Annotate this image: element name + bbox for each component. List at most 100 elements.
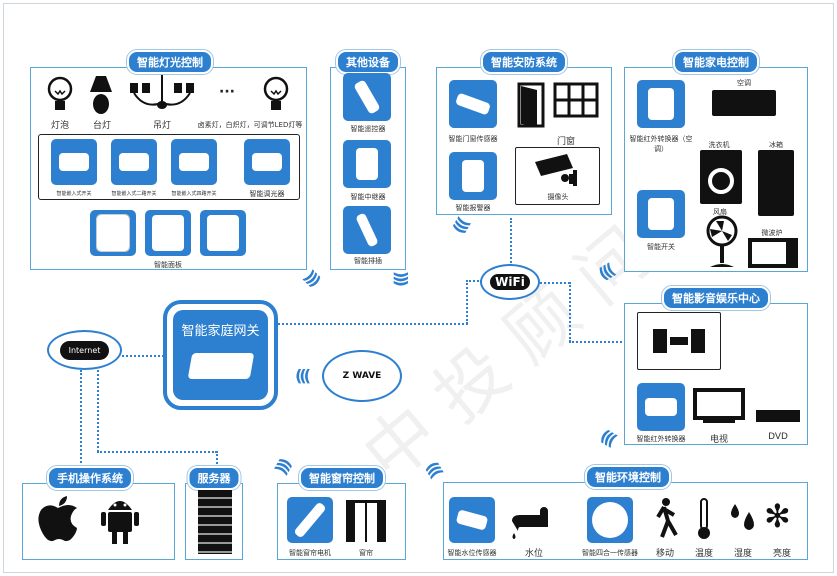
apple-logo-icon bbox=[38, 496, 77, 542]
power-strip-label: 智能排插 bbox=[354, 257, 382, 265]
snowflake-icon: ✻ bbox=[764, 497, 791, 535]
connector bbox=[97, 370, 99, 452]
camera-icon bbox=[535, 154, 577, 186]
chandelier-label: 吊灯 bbox=[152, 121, 172, 131]
smart-switch-icon bbox=[637, 190, 685, 238]
switch1-label: 智能嵌入式开关 bbox=[56, 191, 92, 197]
remote-label: 智能遥控器 bbox=[350, 125, 386, 133]
connector bbox=[80, 370, 82, 475]
panel-4-icon bbox=[200, 210, 246, 256]
embedded-switch-icon bbox=[51, 139, 97, 185]
server-rack-icon bbox=[198, 490, 232, 554]
camera-box bbox=[515, 147, 600, 205]
panel-1-icon bbox=[90, 210, 136, 256]
security-title: 智能安防系统 bbox=[481, 50, 567, 74]
internet-node: Internet bbox=[47, 330, 122, 370]
connector bbox=[569, 282, 571, 342]
power-strip-icon bbox=[343, 206, 391, 254]
desk-lamp-icon bbox=[90, 76, 112, 114]
door-window-label: 门窗 bbox=[556, 137, 576, 147]
water-sensor-icon bbox=[449, 497, 495, 543]
amplifier-icon bbox=[670, 337, 688, 345]
connector bbox=[122, 355, 164, 357]
speaker-icon bbox=[691, 329, 705, 353]
connector bbox=[540, 282, 570, 284]
washer-label: 洗衣机 bbox=[708, 141, 730, 149]
repeater-icon bbox=[343, 140, 391, 188]
sensor4-label: 智能四合一传感器 bbox=[582, 549, 638, 557]
dimmer-label: 智能调光器 bbox=[249, 190, 285, 198]
alarm-label: 智能报警器 bbox=[455, 204, 491, 212]
env-title: 智能环境控制 bbox=[585, 465, 671, 489]
air-conditioner-icon bbox=[712, 90, 776, 116]
ir-converter-icon bbox=[637, 80, 685, 128]
wifi-node: WiFi bbox=[480, 264, 540, 300]
camera-label: 摄像头 bbox=[547, 193, 569, 201]
water-sensor-label: 智能水位传感器 bbox=[447, 549, 497, 557]
humidity-icon bbox=[731, 504, 754, 530]
connector bbox=[278, 323, 468, 325]
zwave-logo: Z WAVE bbox=[342, 371, 382, 381]
fan-icon bbox=[706, 215, 738, 267]
curtain-icon bbox=[346, 500, 386, 542]
connector bbox=[510, 218, 512, 266]
fridge-label: 冰箱 bbox=[769, 141, 783, 149]
washing-machine-icon bbox=[700, 150, 742, 204]
panel-2-icon bbox=[145, 210, 191, 256]
tv-stand bbox=[703, 420, 735, 423]
gateway-device-icon bbox=[187, 353, 254, 379]
connector bbox=[466, 280, 468, 324]
repeater-label: 智能中继器 bbox=[350, 193, 386, 201]
temperature-label: 温度 bbox=[694, 549, 714, 559]
ir-ac-label: 智能红外转换器（空调） bbox=[629, 135, 693, 153]
brightness-label: 亮度 bbox=[772, 549, 792, 559]
dvd-player-icon bbox=[756, 410, 800, 422]
remote-control-icon bbox=[343, 73, 391, 121]
ir-converter-icon bbox=[637, 383, 685, 431]
four-in-one-sensor-icon bbox=[587, 497, 633, 543]
server-title: 服务器 bbox=[187, 466, 241, 490]
mobile-title: 手机操作系统 bbox=[47, 466, 133, 490]
smart-switch-label: 智能开关 bbox=[647, 243, 675, 251]
tv-label: 电视 bbox=[709, 435, 729, 445]
door-sensor-label: 智能门窗传感器 bbox=[448, 135, 498, 143]
door-window-icon bbox=[517, 82, 599, 128]
gateway-title: 智能家庭网关 bbox=[181, 324, 260, 339]
curtain-motor-label: 智能窗帘电机 bbox=[289, 549, 331, 557]
lighting-title: 智能灯光控制 bbox=[127, 50, 213, 74]
wifi-logo: WiFi bbox=[490, 274, 530, 290]
panel-label: 智能面板 bbox=[154, 261, 182, 269]
more-ellipsis: ··· bbox=[219, 84, 235, 100]
humidity-label: 湿度 bbox=[733, 549, 753, 559]
bulb-label: 灯泡 bbox=[50, 121, 70, 131]
bulb-icon bbox=[47, 76, 73, 110]
wireless-signal-icon: ))) bbox=[391, 271, 411, 284]
fridge-icon bbox=[758, 150, 794, 216]
two-way-switch-icon bbox=[111, 139, 157, 185]
motion-icon bbox=[656, 498, 678, 538]
curtain-title: 智能窗帘控制 bbox=[299, 466, 385, 490]
water-level-label: 水位 bbox=[524, 549, 544, 559]
curtain-label: 窗帘 bbox=[359, 549, 373, 557]
chandelier-icon bbox=[130, 75, 194, 109]
curtain-motor-icon bbox=[287, 497, 333, 543]
microwave-label: 微波炉 bbox=[761, 229, 783, 237]
thermometer-icon bbox=[698, 498, 710, 539]
internet-cloud-icon: Internet bbox=[59, 340, 110, 360]
dvd-label: DVD bbox=[768, 432, 788, 442]
av-title: 智能影音娱乐中心 bbox=[662, 286, 770, 310]
connector bbox=[569, 341, 637, 343]
fan-label: 风扇 bbox=[713, 208, 727, 216]
motion-label: 移动 bbox=[655, 549, 675, 559]
switch-group bbox=[38, 134, 300, 200]
speaker-icon bbox=[653, 329, 667, 353]
bulb-icon bbox=[263, 76, 289, 110]
diagram-frame bbox=[3, 3, 834, 573]
four-way-switch-icon bbox=[171, 139, 217, 185]
dimmer-icon bbox=[244, 139, 290, 185]
microwave-icon bbox=[748, 238, 798, 268]
appliance-title: 智能家电控制 bbox=[673, 50, 759, 74]
water-tap-icon bbox=[512, 507, 548, 539]
connector bbox=[97, 451, 217, 453]
switch4-label: 智能嵌入式四路开关 bbox=[171, 191, 217, 197]
